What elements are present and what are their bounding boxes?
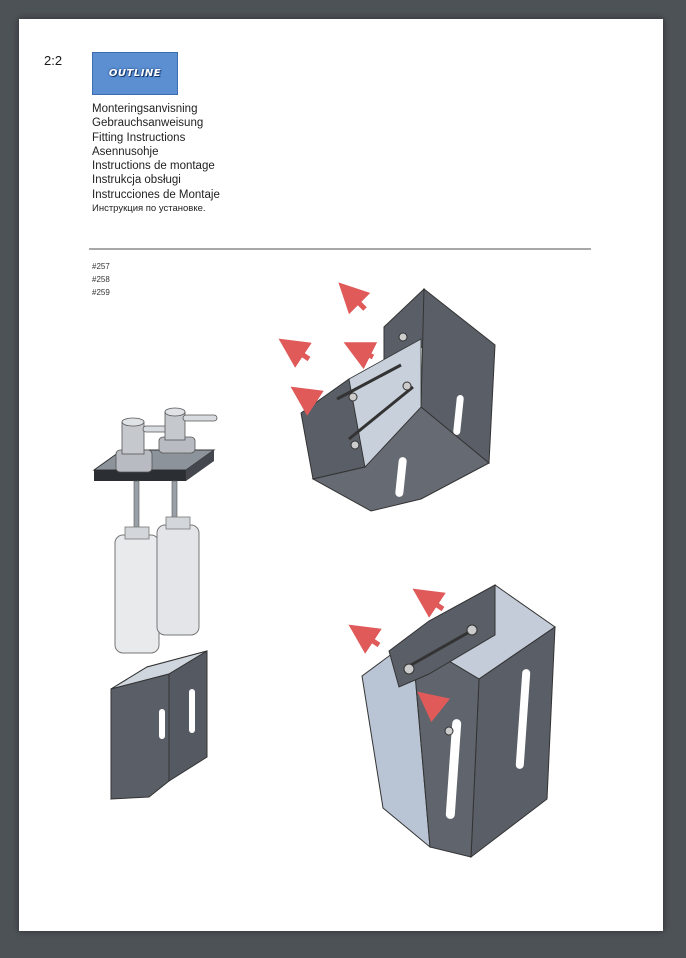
title-russian: Инструкция по установке.	[92, 203, 206, 215]
title-spanish: Instrucciones de Montaje	[92, 188, 220, 201]
dispenser-assembly-illustration	[92, 407, 218, 801]
brand-logo: OUTLINE	[92, 52, 178, 95]
title-swedish: Monteringsanvisning	[92, 103, 198, 115]
assembly-illustrations	[92, 282, 556, 859]
instruction-page: 2:2 OUTLINE Monteringsanvisning Gebrauch…	[19, 19, 663, 931]
divider-rule	[89, 248, 591, 250]
page-number: 2:2	[44, 53, 63, 68]
product-code: #257	[92, 262, 110, 271]
title-german: Gebrauchsanweisung	[92, 117, 204, 130]
title-french: Instructions de montage	[92, 160, 215, 173]
holder-mounting-illustration-top	[278, 282, 496, 512]
holder-mounting-illustration-bottom	[348, 584, 556, 859]
title-finnish: Asennusohje	[92, 145, 159, 158]
product-code: #258	[92, 275, 110, 284]
title-polish: Instrukcja obsługi	[92, 174, 181, 187]
product-codes: #257 #258 #259	[92, 260, 110, 299]
product-code: #259	[92, 288, 110, 297]
brand-logo-text: OUTLINE	[108, 68, 162, 79]
title-english: Fitting Instructions	[92, 131, 186, 144]
instruction-titles: Monteringsanvisning Gebrauchsanweisung F…	[92, 102, 220, 216]
